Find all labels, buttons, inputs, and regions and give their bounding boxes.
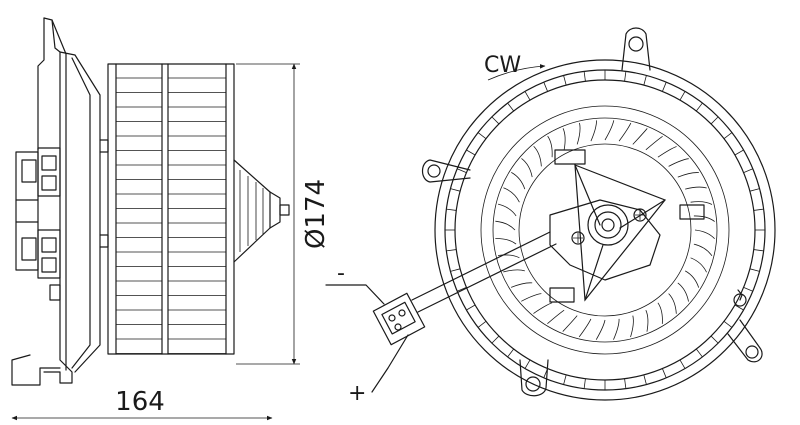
width-dimension: 164 (11, 387, 273, 421)
fan-blade-ring (495, 120, 715, 340)
diameter-dimension: Ø174 (236, 63, 331, 365)
mounting-flange (11, 17, 109, 386)
diameter-label: Ø174 (301, 179, 331, 249)
motor-hub-side (233, 159, 290, 263)
terminal-positive-label: + (348, 381, 366, 406)
terminal-negative-label: - (337, 261, 345, 286)
motor-assembly (549, 149, 705, 303)
mounting-tabs (421, 27, 763, 397)
fan-blade-rows (116, 77, 226, 354)
front-view: CW - + (325, 27, 776, 406)
outer-housing (434, 59, 776, 401)
housing-rim-ribs (445, 70, 765, 390)
width-label: 164 (115, 387, 165, 417)
rotation-direction-label: CW (484, 53, 521, 78)
side-view: Ø174 164 (11, 17, 331, 421)
fan-wheel-front (492, 117, 718, 343)
connector-housing (15, 147, 61, 301)
fan-wheel-side (107, 63, 235, 355)
wiring-harness (325, 231, 557, 393)
rotation-indicator: CW (484, 53, 546, 81)
